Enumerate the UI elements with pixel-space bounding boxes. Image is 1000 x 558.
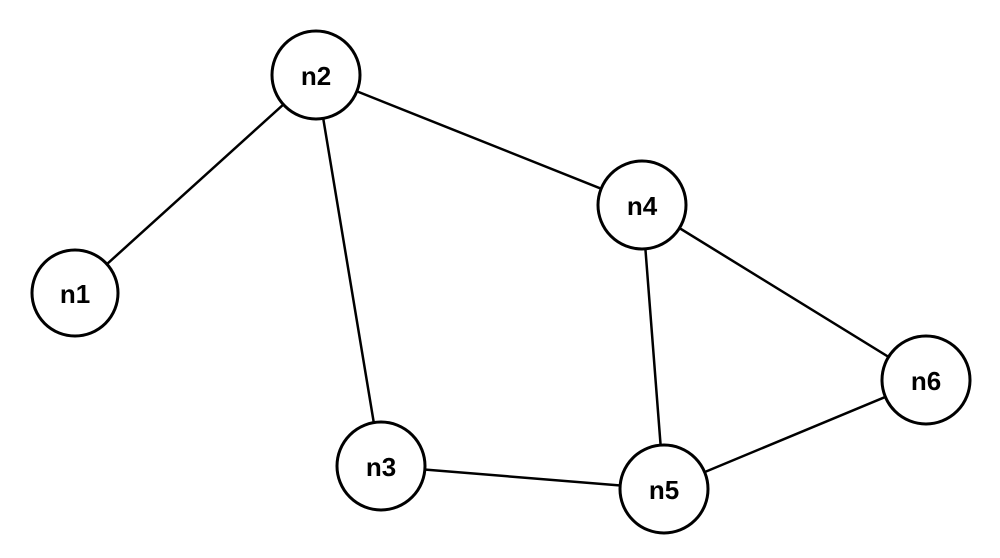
node-n1: n1 <box>30 248 120 338</box>
node-n4-circle <box>596 159 688 251</box>
edge-n4-n5 <box>640 203 666 491</box>
node-n1-circle <box>30 248 120 338</box>
edge-n2-n3 <box>314 73 383 468</box>
edge-n1-n2 <box>73 73 318 295</box>
edge-n5-n6 <box>662 378 928 491</box>
node-n3-label: n3 <box>366 452 396 482</box>
node-n4-label: n4 <box>627 191 658 221</box>
node-n6-label: n6 <box>911 366 941 396</box>
node-n2-label: n2 <box>301 61 331 91</box>
nodes-layer: n1 n2 n3 n4 n5 n6 <box>30 29 972 535</box>
node-n4: n4 <box>596 159 688 251</box>
node-n6-circle <box>880 334 972 426</box>
edge-n4-n6 <box>640 203 928 382</box>
edge-n2-n4 <box>314 73 644 207</box>
node-n1-label: n1 <box>60 279 90 309</box>
node-n2: n2 <box>270 29 362 121</box>
node-n5-label: n5 <box>649 475 679 505</box>
edges-layer <box>73 73 928 491</box>
node-n3: n3 <box>335 420 427 512</box>
node-n5-circle <box>618 443 710 535</box>
node-n3-circle <box>335 420 427 512</box>
node-n2-circle <box>270 29 362 121</box>
node-n5: n5 <box>618 443 710 535</box>
node-n6: n6 <box>880 334 972 426</box>
edge-n3-n5 <box>379 464 666 491</box>
